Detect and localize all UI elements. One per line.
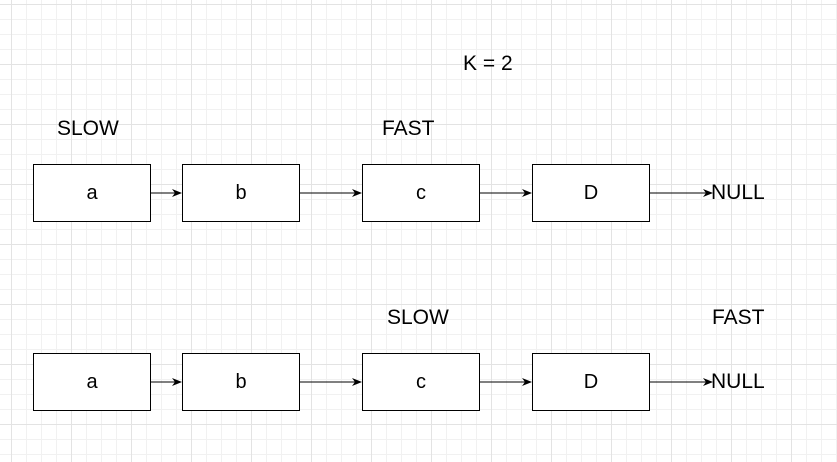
- node-label: c: [416, 370, 426, 393]
- node-label: D: [583, 181, 599, 204]
- node-label: a: [86, 370, 98, 393]
- node-label: c: [416, 181, 426, 204]
- row2-slow-label: SLOW: [387, 306, 449, 329]
- row1-node-a: a: [33, 164, 151, 222]
- node-label: b: [235, 370, 247, 393]
- row1-fast-label: FAST: [382, 117, 435, 140]
- node-label: a: [86, 181, 98, 204]
- row2-node-a: a: [33, 353, 151, 411]
- row1-node-c: c: [362, 164, 480, 222]
- k-label: K = 2: [463, 52, 513, 75]
- row2-node-b: b: [182, 353, 300, 411]
- row2-null-label: NULL: [711, 370, 765, 393]
- row2-fast-label: FAST: [712, 306, 765, 329]
- node-label: b: [235, 181, 247, 204]
- row2-node-c: c: [362, 353, 480, 411]
- row1-slow-label: SLOW: [57, 117, 119, 140]
- row2-node-d: D: [532, 353, 650, 411]
- node-label: D: [583, 370, 599, 393]
- row1-null-label: NULL: [711, 181, 765, 204]
- row1-node-b: b: [182, 164, 300, 222]
- row1-node-d: D: [532, 164, 650, 222]
